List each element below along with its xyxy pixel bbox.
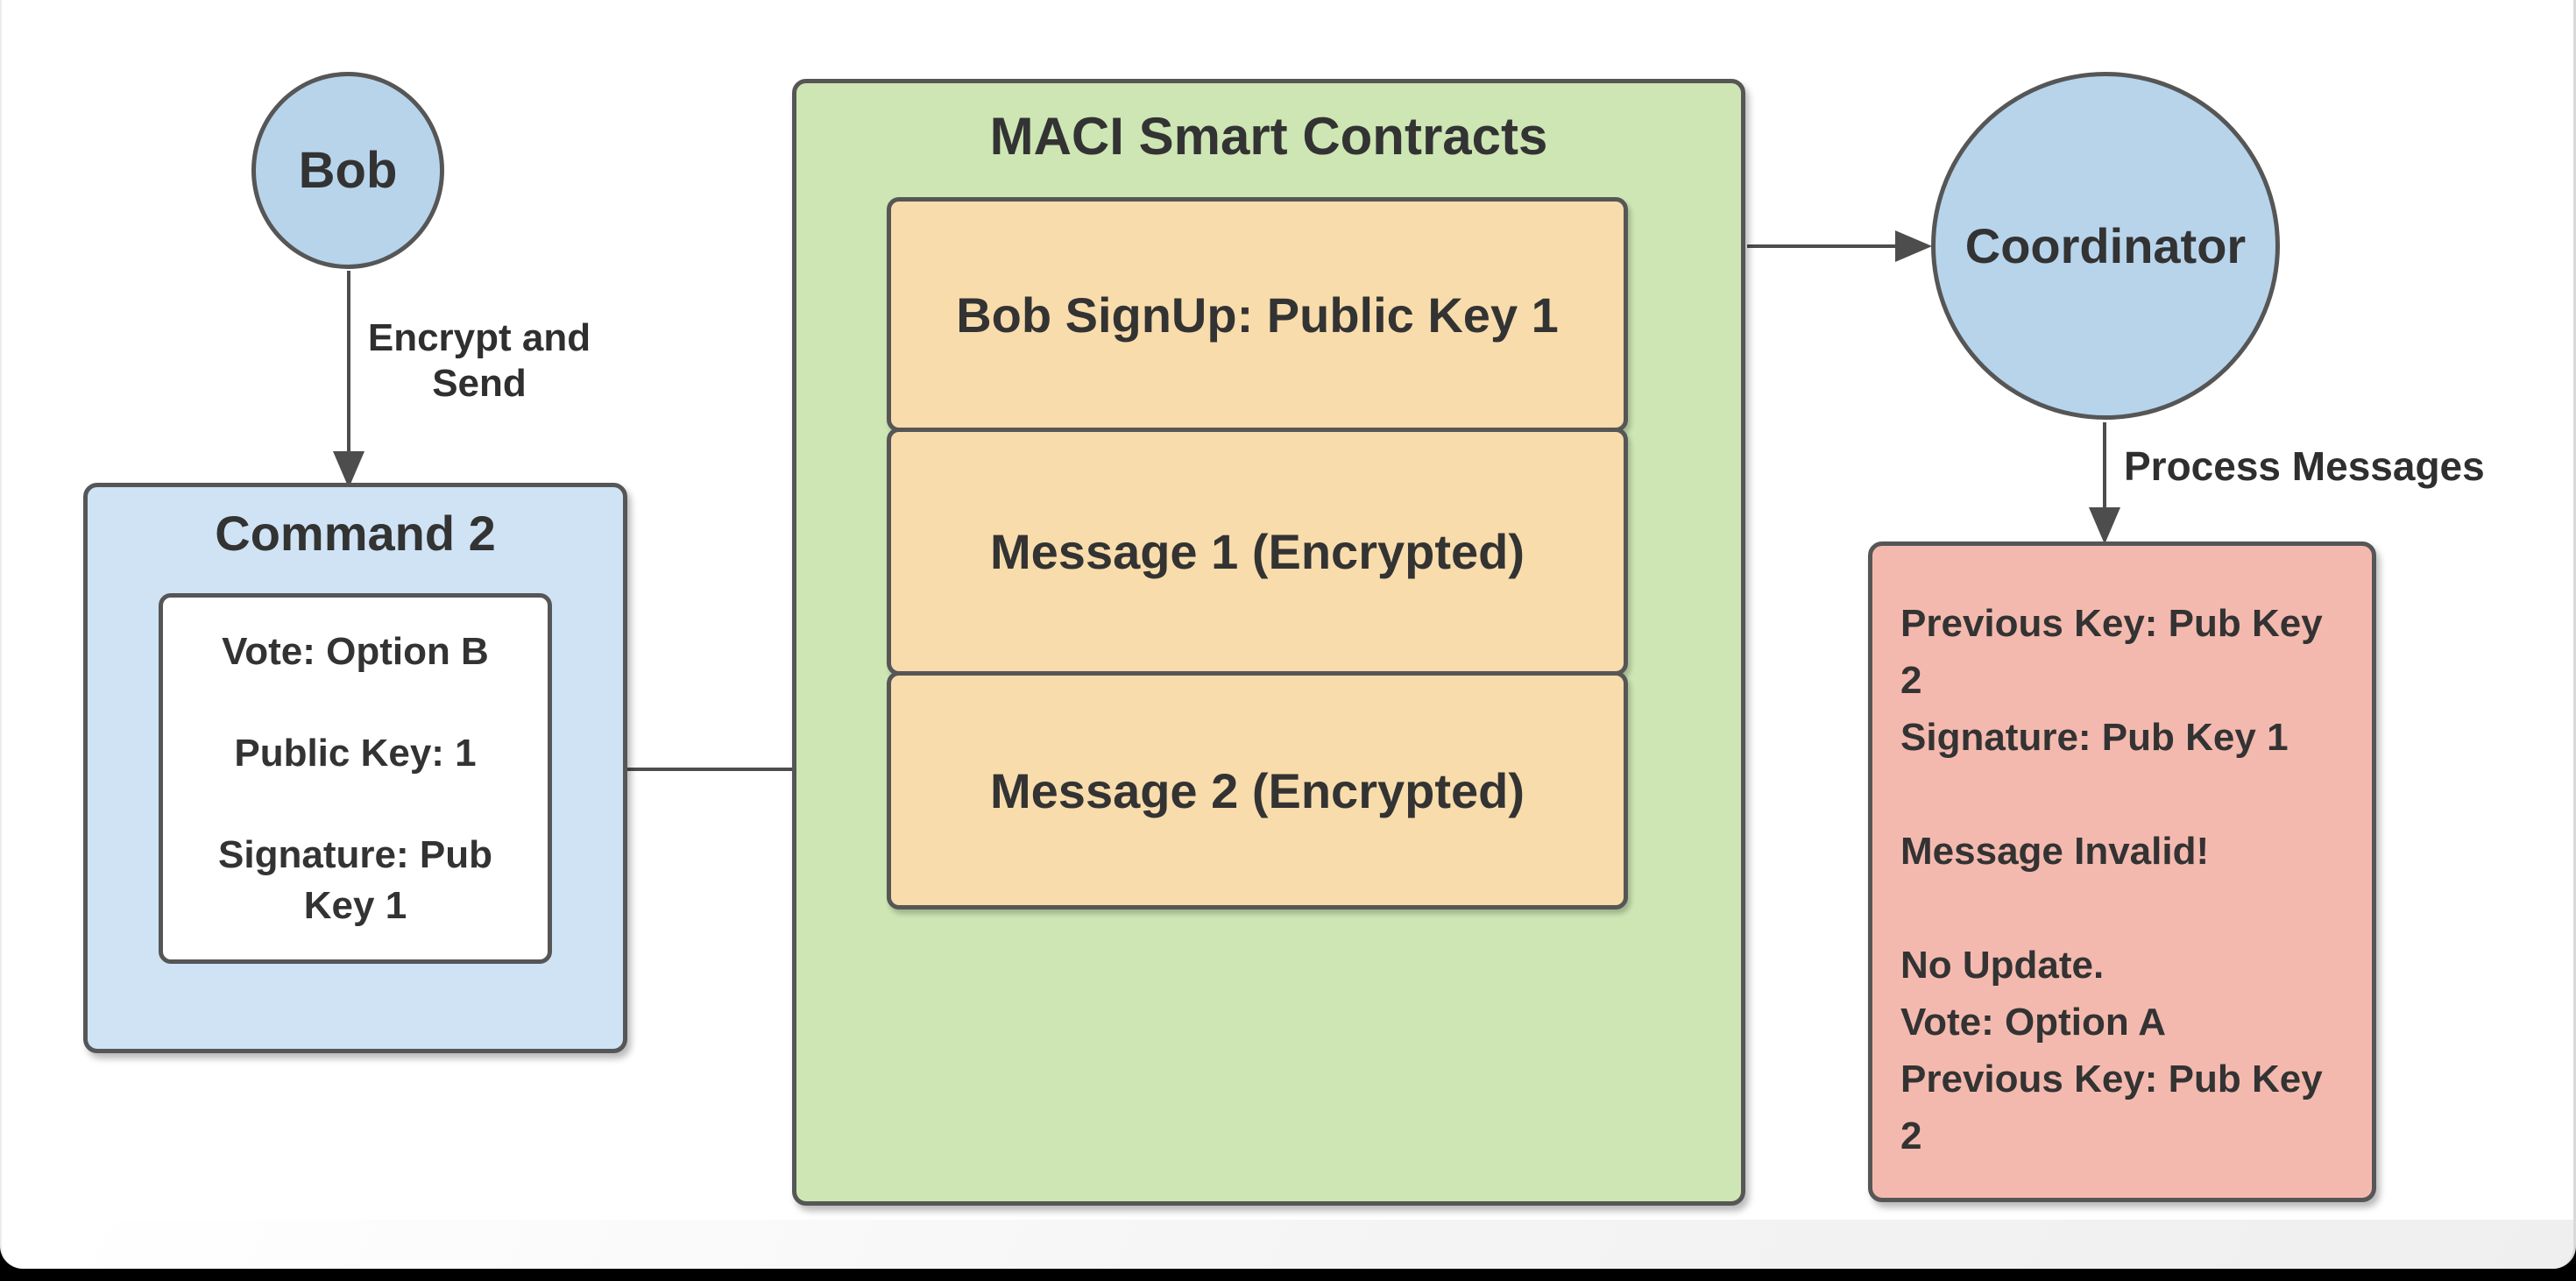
- bob-node-label: Bob: [298, 142, 398, 199]
- arrowhead-coordinator-to-result: [2088, 507, 2121, 545]
- contract-entry-bob-signup: Bob SignUp: Public Key 1: [887, 197, 1628, 432]
- bob-node: Bob: [251, 72, 444, 269]
- encrypt-and-send-label: Encrypt and Send: [367, 316, 591, 405]
- maci-contracts-title: MACI Smart Contracts: [989, 107, 1548, 166]
- result-box-text: Previous Key: Pub Key 2 Signature: Pub K…: [1900, 602, 2323, 1157]
- coordinator-node: Coordinator: [1931, 72, 2280, 420]
- coordinator-node-label: Coordinator: [1964, 218, 2247, 273]
- command-box: Command 2 Vote: Option B Public Key: 1 S…: [83, 483, 627, 1053]
- arrowhead-bob-to-command: [332, 451, 365, 489]
- result-box: Previous Key: Pub Key 2 Signature: Pub K…: [1868, 541, 2376, 1202]
- command-fields-box: Vote: Option B Public Key: 1 Signature: …: [159, 593, 552, 964]
- footer-band: [63, 1220, 2573, 1269]
- process-messages-label: Process Messages: [2124, 443, 2485, 489]
- command-fields-text: Vote: Option B Public Key: 1 Signature: …: [218, 629, 492, 927]
- contract-entry-message2: Message 2 (Encrypted): [887, 671, 1628, 909]
- command-box-title: Command 2: [215, 506, 496, 561]
- arrowhead-contracts-to-coordinator: [1895, 230, 1933, 263]
- contract-entry-message1: Message 1 (Encrypted): [887, 428, 1628, 676]
